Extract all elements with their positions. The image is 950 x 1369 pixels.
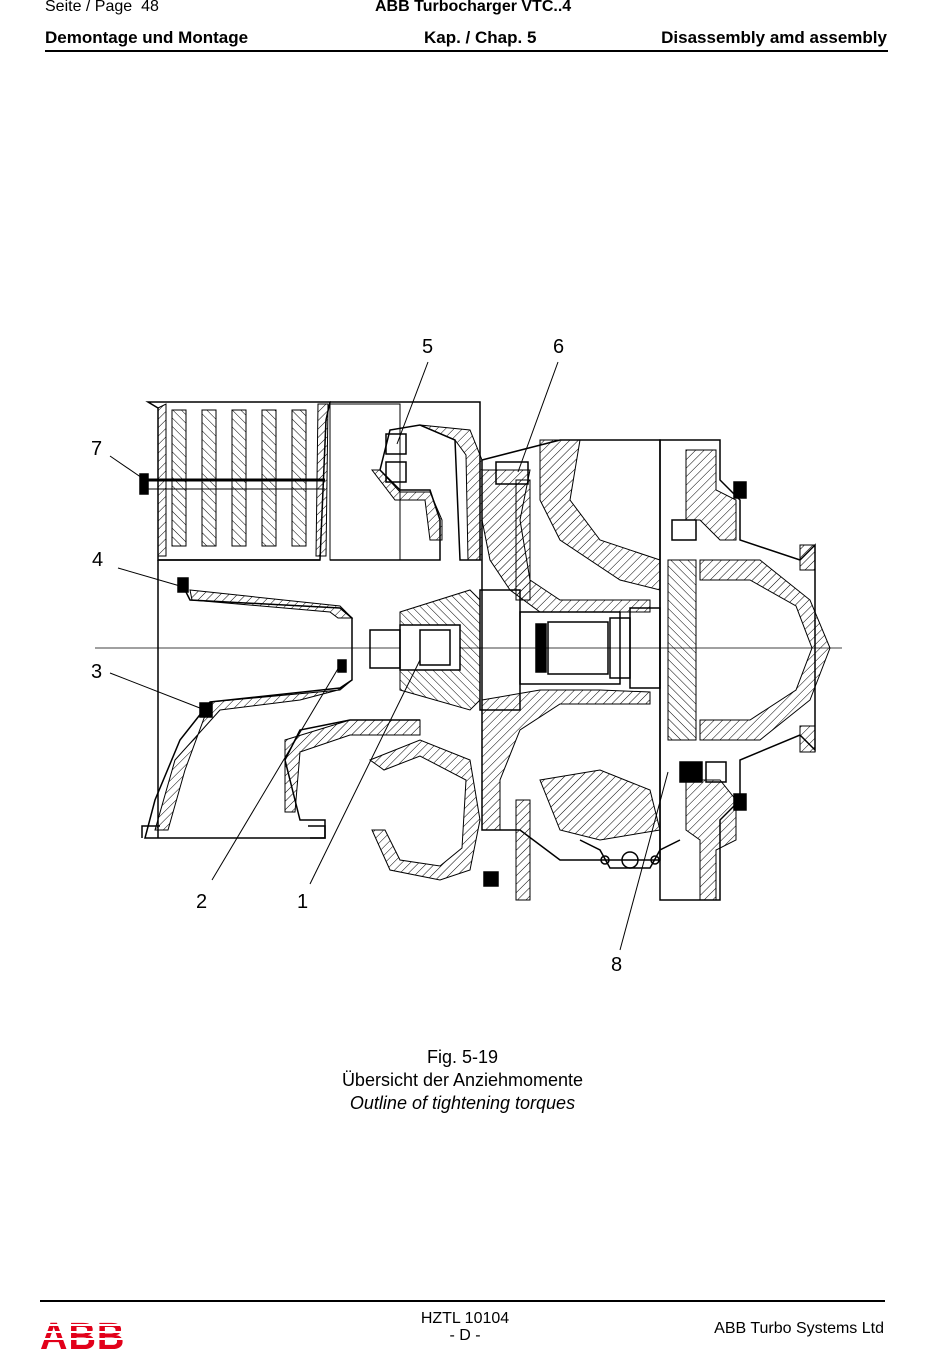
product-title: ABB Turbocharger VTC..4 (375, 0, 572, 15)
header-rule (45, 50, 888, 52)
company-name: ABB Turbo Systems Ltd (714, 1320, 884, 1337)
figure-number: Fig. 5-19 (426, 1047, 499, 1067)
page-number-label: Seite / Page 48 (45, 0, 159, 16)
caption-german: Übersicht der Anziehmomente (341, 1070, 584, 1090)
callout-1: 1 (297, 891, 309, 913)
callout-5: 5 (422, 336, 434, 358)
footer-rule (40, 1300, 885, 1302)
section-title-de: Demontage und Montage (45, 28, 249, 47)
callout-4: 4 (92, 549, 104, 571)
document-code: HZTL 10104 (420, 1310, 510, 1327)
callout-2: 2 (196, 891, 208, 913)
callout-8: 8 (611, 954, 623, 976)
chapter-label: Kap. / Chap. 5 (424, 28, 537, 47)
callout-7: 7 (91, 438, 103, 460)
callout-3: 3 (91, 661, 103, 683)
section-title-en: Disassembly amd assembly (661, 28, 887, 47)
callout-6: 6 (553, 336, 565, 358)
caption-english: Outline of tightening torques (349, 1093, 576, 1113)
page-number: 48 (141, 0, 159, 15)
language-code: - D - (449, 1327, 481, 1344)
page-label: Seite / Page (45, 0, 133, 15)
